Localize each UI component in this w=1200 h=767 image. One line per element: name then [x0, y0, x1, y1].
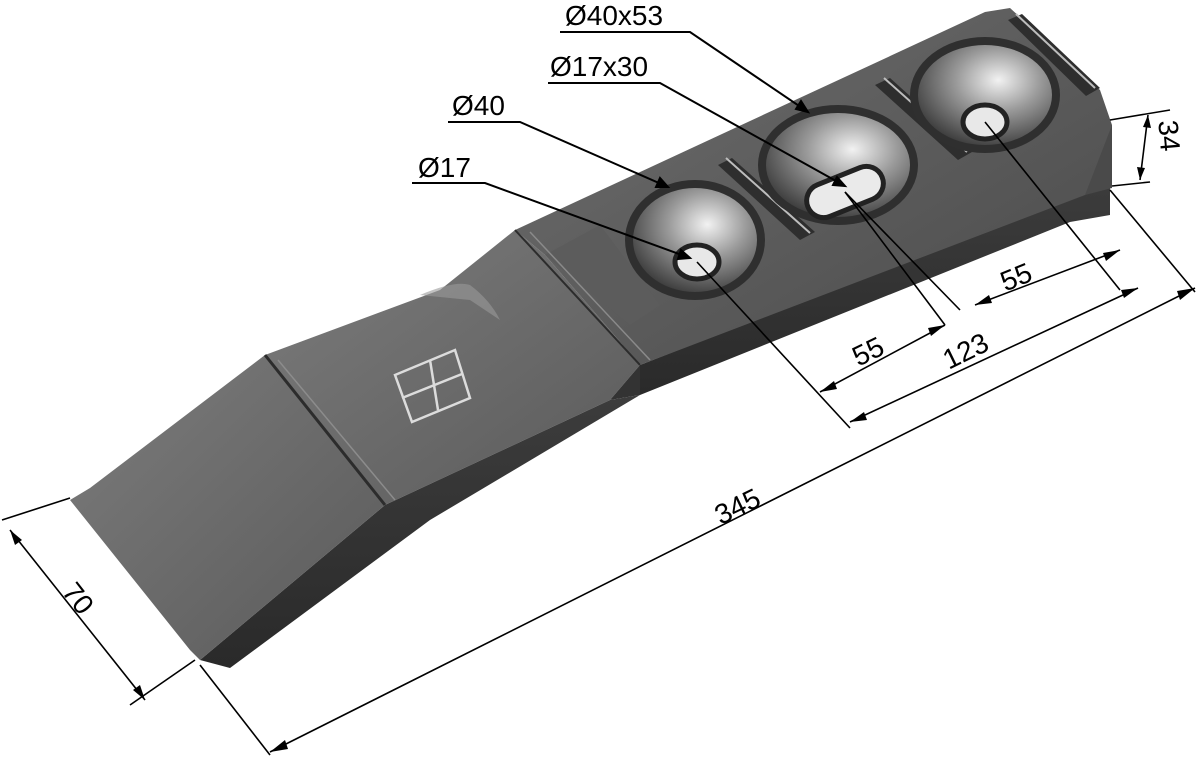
label-slot-size: Ø17x30 [550, 51, 648, 82]
label-counterbore-slot: Ø40x53 [565, 0, 663, 31]
dim-text-123: 123 [938, 327, 994, 375]
callouts [412, 31, 848, 261]
label-counterbore-40: Ø40 [452, 90, 505, 121]
hole-slot-middle [758, 105, 918, 225]
hole-round-front [625, 180, 765, 300]
dimension-arrows [10, 115, 1195, 752]
dimension-lines [1, 109, 1196, 756]
dim-line-55b [974, 249, 1121, 306]
hole-round-rear [910, 37, 1060, 153]
dim-line-123 [849, 287, 1139, 423]
part-edge-line [263, 354, 387, 506]
part-step-recess [545, 225, 660, 325]
dim-line-55a [819, 324, 946, 393]
dim-text-55-right: 55 [996, 257, 1037, 297]
dim-text-70: 70 [56, 577, 100, 621]
rib-3 [1008, 14, 1100, 96]
part-side-face [640, 180, 1110, 395]
dim-line-345 [269, 287, 1196, 753]
rib-1 [718, 158, 815, 240]
part-side-front [200, 395, 640, 668]
dim-line-70 [9, 529, 146, 701]
dim-text-34: 34 [1152, 119, 1186, 153]
part-top-face-middle [265, 230, 640, 505]
part-blade-face [70, 355, 385, 660]
logo-mark [393, 348, 472, 424]
dim-text-55-left: 55 [847, 331, 889, 373]
label-hole-17: Ø17 [418, 152, 471, 183]
dim-text-345: 345 [710, 482, 766, 530]
